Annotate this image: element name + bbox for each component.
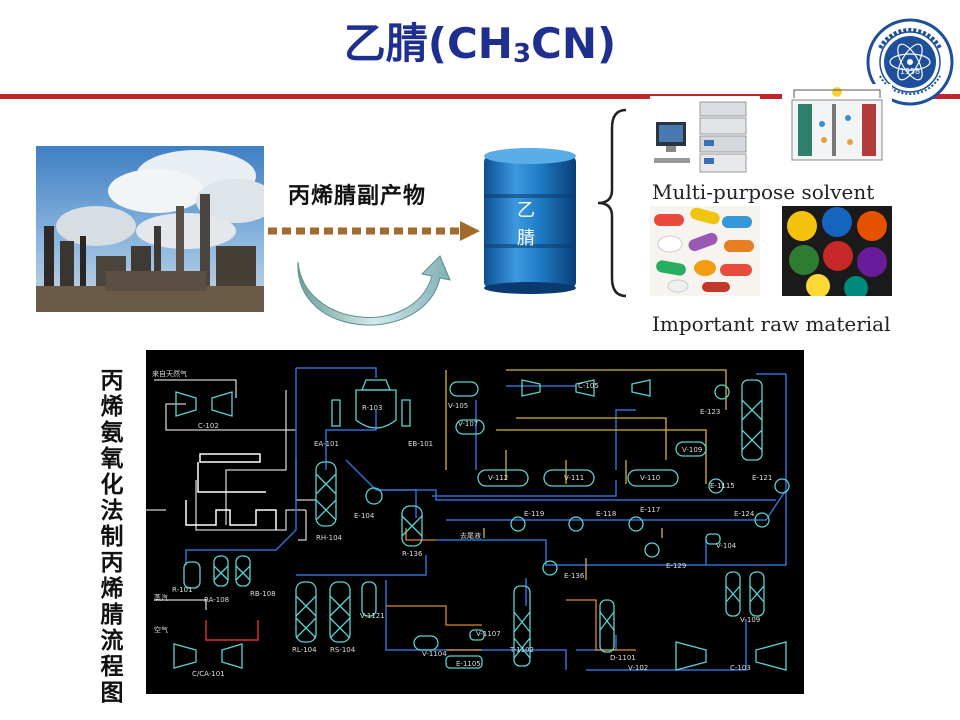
curved-arrow [297, 255, 451, 326]
label-ea101: EA-101 [314, 440, 339, 448]
label-e1105: E-1105 [456, 660, 481, 668]
label-rh104: RH-104 [316, 534, 343, 542]
label-e1115: E-1115 [710, 482, 735, 490]
label-r103: R-103 [362, 404, 382, 412]
title-divider [0, 94, 960, 99]
factory-photo [36, 146, 264, 312]
label-rs104: RS-104 [330, 646, 356, 654]
label-e123: E-123 [700, 408, 720, 416]
label-steam: 蒸汽 [154, 593, 168, 602]
title-subscript: 3 [512, 39, 532, 69]
label-v107: V-107 [458, 420, 478, 428]
label-rl104: RL-104 [292, 646, 317, 654]
title-end: CN) [531, 19, 617, 68]
label-t1102: T-1102 [509, 646, 534, 654]
label-r101: R-101 [172, 586, 192, 594]
label-e118: E-118 [596, 510, 616, 518]
label-v1104: V-1104 [422, 650, 447, 658]
label-e129: E-129 [666, 562, 686, 570]
title-main: 乙腈(CH [343, 19, 513, 68]
barrel-char-2: 腈 [517, 228, 535, 249]
pills-image [650, 206, 760, 296]
label-eb101: EB-101 [408, 440, 433, 448]
label-rb108: RB-108 [250, 590, 276, 598]
label-d1101: D-1101 [610, 654, 636, 662]
label-cca101: C/CA-101 [192, 670, 225, 678]
label-v109-upper: V-109 [682, 446, 702, 454]
label-v104: V-104 [716, 542, 737, 550]
label-e121: E-121 [752, 474, 772, 482]
pigments-image [782, 206, 892, 296]
label-c103: C-103 [730, 664, 751, 672]
label-e124: E-124 [734, 510, 755, 518]
label-v110: V-110 [640, 474, 660, 482]
dotted-arrow-head [460, 221, 480, 241]
label-v109-lower: V-109 [740, 616, 760, 624]
raw-material-caption: Important raw material [652, 312, 891, 336]
label-e119: E-119 [524, 510, 544, 518]
byproduct-label: 丙烯腈副产物 [288, 184, 427, 209]
label-natural-gas: 来自天然气 [152, 369, 187, 378]
battery-diagram-image [782, 84, 892, 174]
label-to-tail: 去尾液 [460, 531, 481, 540]
label-e104: E-104 [354, 512, 375, 520]
page-title: 乙腈(CH3CN) [0, 14, 960, 84]
label-v105: V-105 [448, 402, 468, 410]
label-v1107: V-1107 [476, 630, 501, 638]
hplc-instrument-image [650, 96, 760, 176]
label-c105: C-105 [578, 382, 599, 390]
acetonitrile-barrel: 乙 腈 [478, 146, 582, 296]
brace-bracket [597, 108, 627, 298]
label-air: 空气 [154, 625, 168, 634]
logo-year: 1958 [900, 67, 920, 76]
label-e117: E-117 [640, 506, 660, 514]
label-ra108: RA-108 [204, 596, 229, 604]
label-v112: V-112 [488, 474, 508, 482]
solvent-caption: Multi-purpose solvent [652, 180, 875, 204]
university-logo: 1958 [866, 18, 954, 106]
label-c102: C-102 [198, 422, 219, 430]
process-vertical-label: 丙 烯 氨 氧 化 法 制 丙 烯 腈 流 程 图 [100, 368, 124, 706]
label-v1121: V-1121 [360, 612, 385, 620]
label-v111: V-111 [564, 474, 584, 482]
process-flow-diagram: 来自天然气 C-102 R-103 EA-101 EB-101 E-104 RH… [146, 350, 804, 694]
label-e136: E-136 [564, 572, 585, 580]
label-v102: V-102 [628, 664, 648, 672]
label-r136: R-136 [402, 550, 423, 558]
barrel-char-1: 乙 [517, 200, 535, 221]
byproduct-arrows [268, 221, 480, 326]
